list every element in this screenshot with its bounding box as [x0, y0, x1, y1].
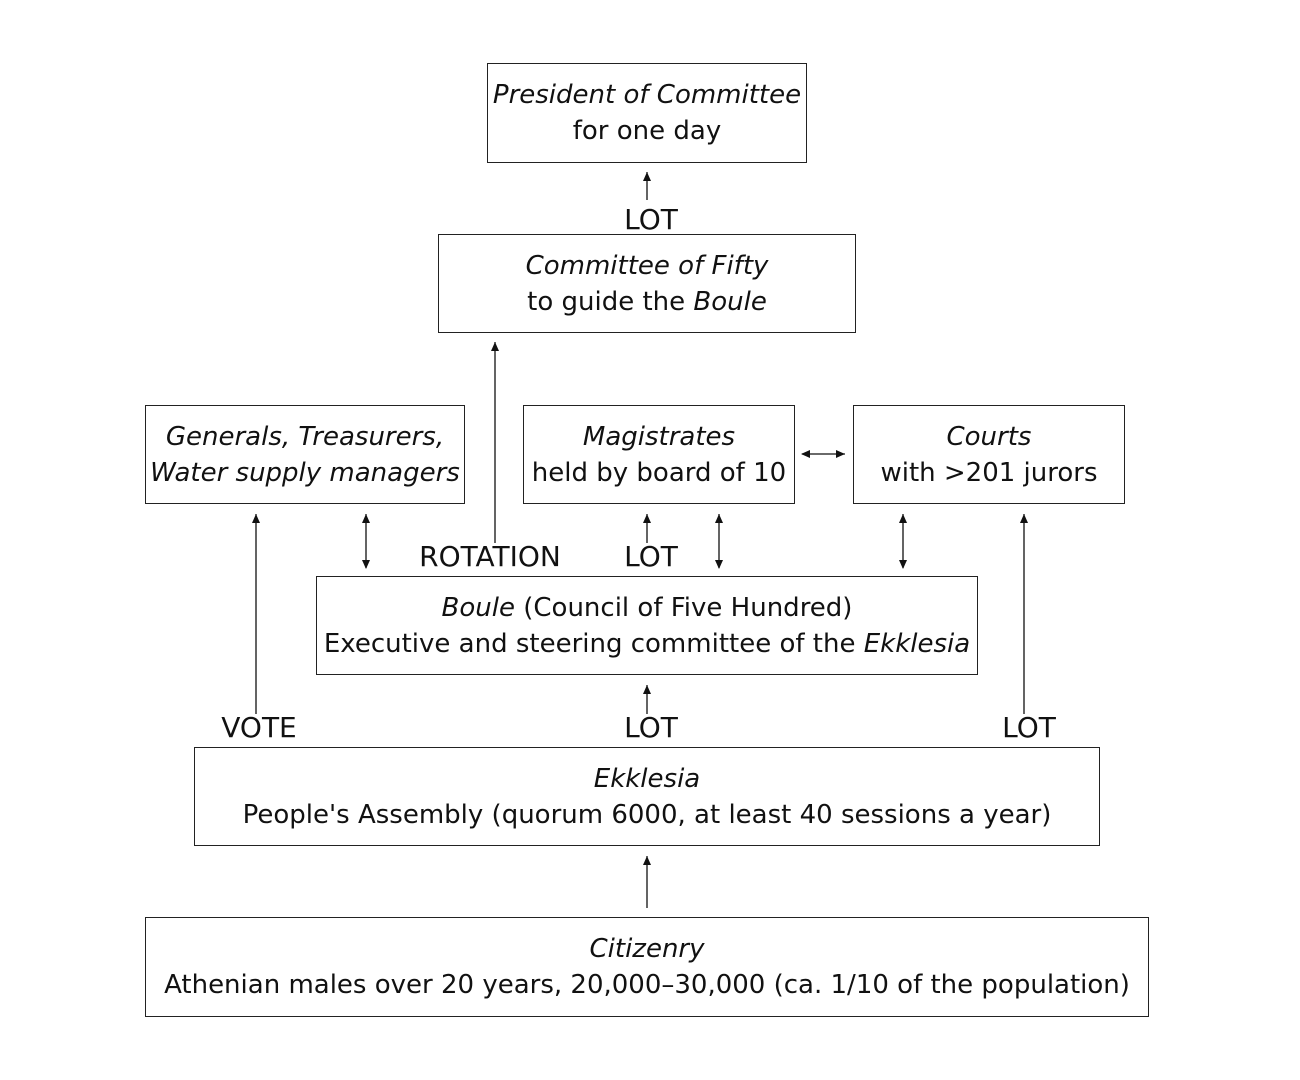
- ekklesia-title: Ekklesia: [593, 763, 701, 794]
- committee-subtitle-boule: Boule: [693, 286, 767, 317]
- label-vote: VOTE: [221, 711, 297, 744]
- generals-box: Generals, Treasurers, Water supply manag…: [145, 405, 465, 504]
- courts-box: Courts with >201 jurors: [853, 405, 1125, 504]
- magistrates-subtitle: held by board of 10: [531, 457, 787, 488]
- boule-title-rest: (Council of Five Hundred): [514, 592, 853, 623]
- label-rotation: ROTATION: [419, 540, 561, 573]
- committee-title: Committee of Fifty: [525, 250, 769, 281]
- label-lot-committee-to-president: LOT: [624, 203, 678, 236]
- boule-box: Boule (Council of Five Hundred) Executiv…: [316, 576, 978, 675]
- generals-title-line1: Generals, Treasurers,: [165, 421, 445, 452]
- boule-subtitle-ekklesia: Ekklesia: [863, 628, 971, 659]
- label-lot-ekklesia-to-courts: LOT: [1002, 711, 1056, 744]
- ekklesia-box: Ekklesia People's Assembly (quorum 6000,…: [194, 747, 1100, 846]
- magistrates-title: Magistrates: [582, 421, 736, 452]
- citizenry-subtitle: Athenian males over 20 years, 20,000–30,…: [164, 970, 1130, 1000]
- president-subtitle: for one day: [572, 116, 722, 146]
- courts-subtitle: with >201 jurors: [880, 457, 1098, 488]
- president-title: President of Committee: [492, 80, 802, 110]
- label-lot-boule-to-magistrates: LOT: [624, 540, 678, 573]
- ekklesia-subtitle: People's Assembly (quorum 6000, at least…: [242, 799, 1052, 830]
- citizenry-title: Citizenry: [589, 934, 705, 964]
- magistrates-box: Magistrates held by board of 10: [523, 405, 795, 504]
- courts-title: Courts: [946, 421, 1032, 452]
- committee-box: Committee of Fifty to guide the Boule: [438, 234, 856, 333]
- boule-subtitle-text: Executive and steering committee of the: [323, 628, 864, 659]
- citizenry-box: Citizenry Athenian males over 20 years, …: [145, 917, 1149, 1017]
- boule-title: Boule (Council of Five Hundred): [442, 590, 853, 626]
- president-box: President of Committee for one day: [487, 63, 807, 163]
- boule-subtitle: Executive and steering committee of the …: [324, 626, 970, 662]
- committee-subtitle-text: to guide the: [527, 286, 694, 317]
- committee-subtitle: to guide the Boule: [527, 284, 767, 320]
- label-lot-ekklesia-to-boule: LOT: [624, 711, 678, 744]
- boule-title-name: Boule: [441, 592, 515, 623]
- generals-title-line2: Water supply managers: [150, 457, 460, 488]
